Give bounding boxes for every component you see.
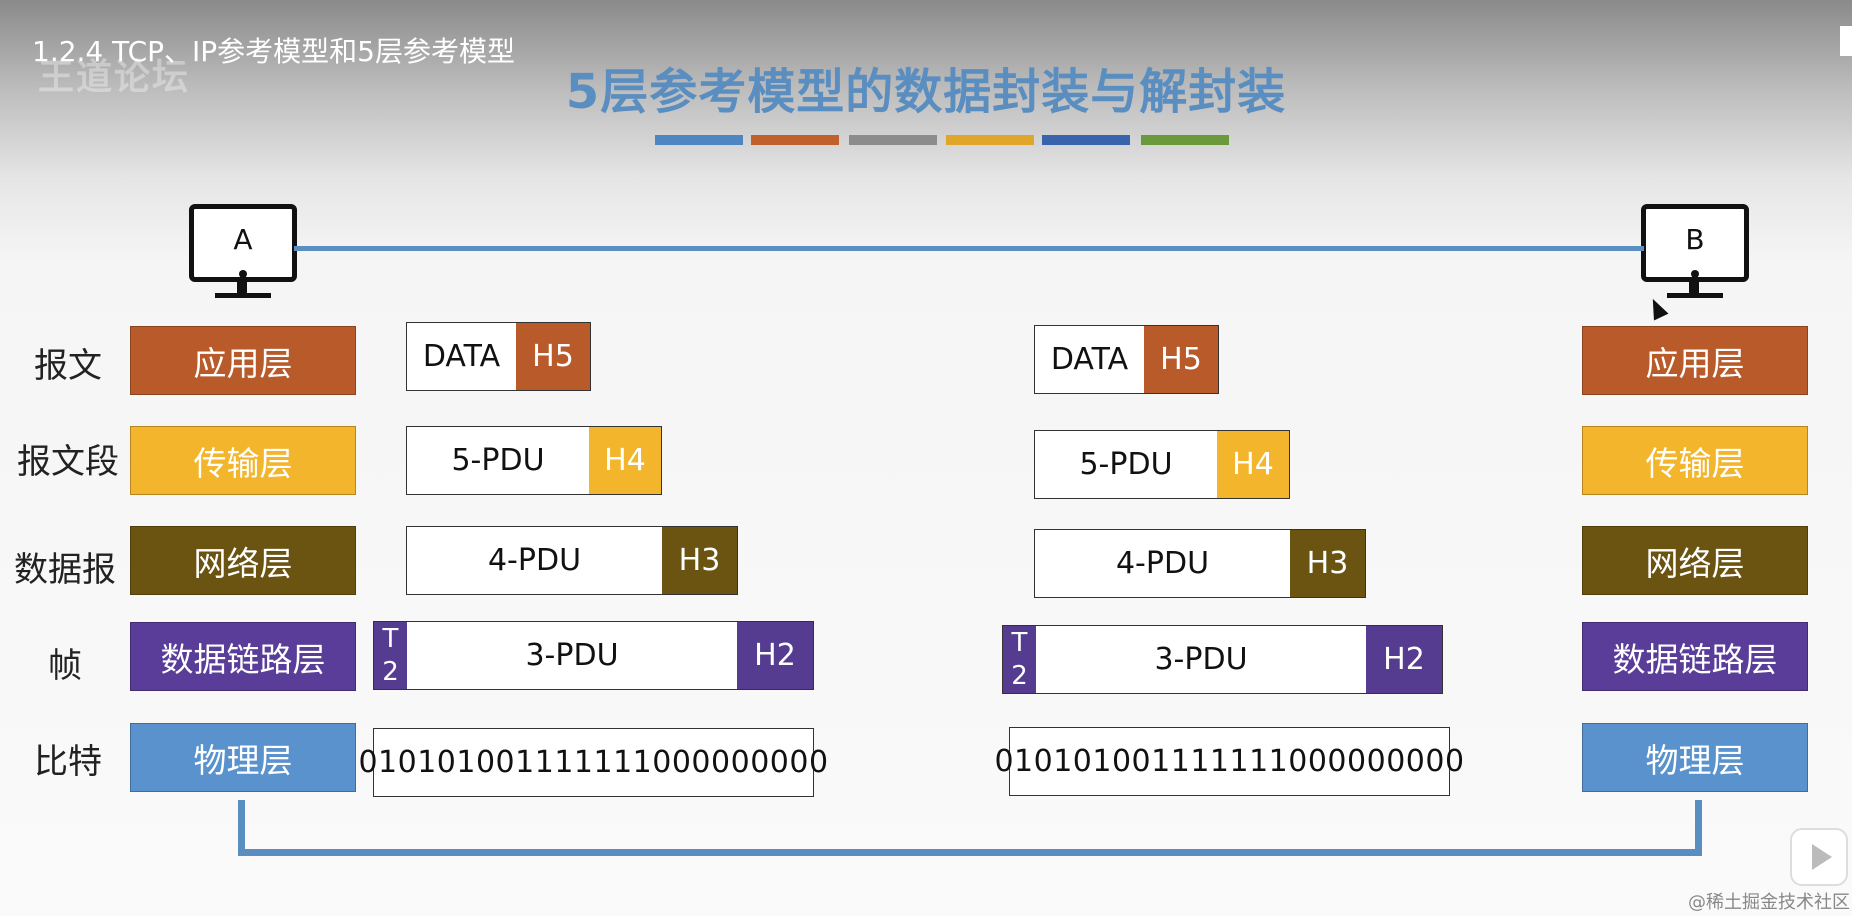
unit-label-message: 报文 (34, 346, 102, 386)
left-network-layer: 网络层 (130, 526, 356, 595)
pdu-data: 4-PDU (1035, 530, 1290, 597)
right-transport-pdu: 5-PDU H4 (1034, 430, 1290, 499)
pdu-data: DATA (407, 323, 516, 390)
right-transport-layer: 传输层 (1582, 426, 1808, 495)
header-h2: H2 (1366, 626, 1442, 693)
header-h5: H5 (1144, 326, 1218, 393)
unit-label-bit: 比特 (34, 742, 102, 782)
header-h3: H3 (1290, 530, 1365, 597)
credit-watermark: @稀土掘金技术社区 (1688, 892, 1850, 913)
right-app-pdu: DATA H5 (1034, 325, 1219, 394)
right-network-layer: 网络层 (1582, 526, 1808, 595)
pdu-data: 3-PDU (1036, 626, 1366, 693)
right-application-layer: 应用层 (1582, 326, 1808, 395)
accent-bar-6 (1141, 135, 1229, 145)
logical-link-line (294, 246, 1644, 251)
video-title: 1.2.4 TCP、IP参考模型和5层参考模型 (32, 35, 516, 68)
left-bitstream: 010101001111111000000000 (358, 728, 828, 797)
left-datalink-layer: 数据链路层 (130, 622, 356, 691)
left-transport-pdu: 5-PDU H4 (406, 426, 662, 495)
right-physical-layer: 物理层 (1582, 723, 1808, 792)
header-h4: H4 (589, 427, 661, 494)
host-b-computer-icon: B (1641, 204, 1751, 309)
left-network-pdu: 4-PDU H3 (406, 526, 738, 595)
accent-bar-2 (751, 135, 839, 145)
host-b-label: B (1685, 223, 1705, 256)
accent-bar-1 (655, 135, 743, 145)
slide-title: 5层参考模型的数据封装与解封装 (565, 64, 1287, 120)
physical-wire-left (238, 800, 245, 856)
accent-bar-4 (946, 135, 1034, 145)
header-h3: H3 (662, 527, 737, 594)
host-a-label: A (233, 223, 253, 256)
header-h5: H5 (516, 323, 590, 390)
header-h4: H4 (1217, 431, 1289, 498)
left-transport-layer: 传输层 (130, 426, 356, 495)
left-physical-layer: 物理层 (130, 723, 356, 792)
pdu-data: 5-PDU (407, 427, 589, 494)
right-network-pdu: 4-PDU H3 (1034, 529, 1366, 598)
pdu-data: DATA (1035, 326, 1144, 393)
pdu-data: 4-PDU (407, 527, 662, 594)
unit-label-segment: 报文段 (17, 442, 119, 482)
left-app-pdu: DATA H5 (406, 322, 591, 391)
physical-wire-right (1695, 800, 1702, 856)
unit-label-frame: 帧 (48, 646, 82, 686)
pdu-data: 5-PDU (1035, 431, 1217, 498)
pdu-data: 3-PDU (407, 622, 737, 689)
accent-bar-3 (849, 135, 937, 145)
host-a-computer-icon: A (189, 204, 299, 309)
accent-bar-5 (1042, 135, 1130, 145)
physical-wire-bottom (238, 849, 1702, 856)
header-h2: H2 (737, 622, 813, 689)
bookmark-icon[interactable] (1840, 26, 1852, 56)
left-application-layer: 应用层 (130, 326, 356, 395)
unit-label-datagram: 数据报 (14, 550, 116, 590)
play-icon[interactable] (1790, 828, 1848, 886)
watermark-text: 王道论坛 (38, 57, 191, 98)
right-bitstream: 010101001111111000000000 (994, 727, 1464, 796)
right-datalink-layer: 数据链路层 (1582, 622, 1808, 691)
